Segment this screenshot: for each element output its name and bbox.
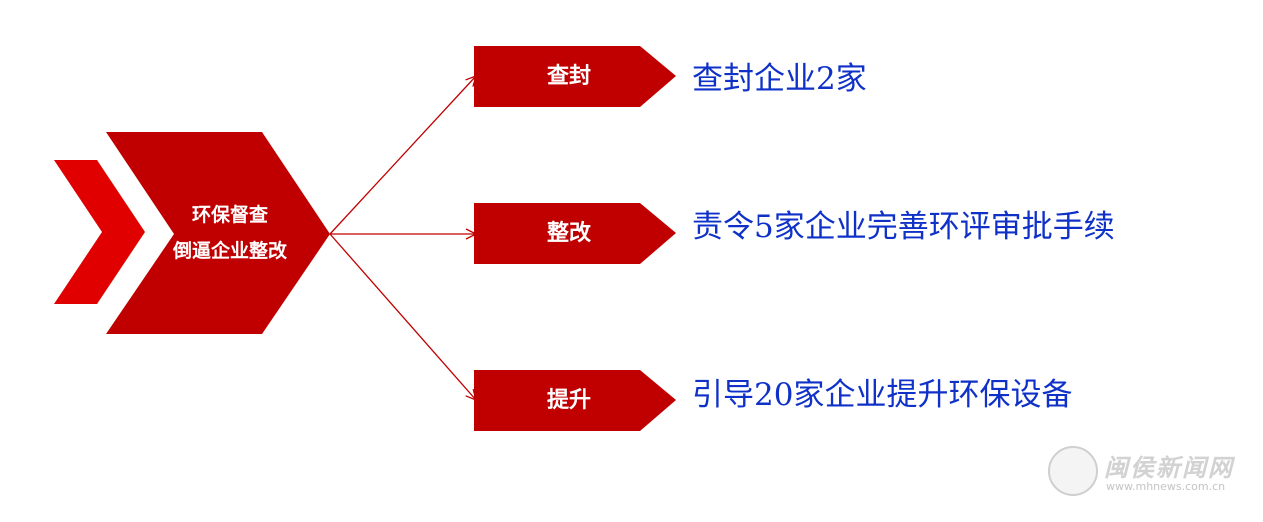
tag-label-tisheng: 提升 [546,388,591,413]
tag-shape-chafeng [474,46,676,107]
center-label-line2: 倒逼企业整改 [172,240,287,262]
main-chevron-shape [106,132,330,334]
desc-tisheng: 引导20家企业提升环保设备 [692,377,1073,413]
watermark: 闽侯新闻网 www.mhnews.com.cn [1048,444,1248,500]
center-label-line1: 环保督查 [191,204,268,226]
arrow-to-tisheng [329,233,476,400]
tag-label-chafeng: 查封 [546,64,591,89]
watermark-logo-icon [1048,446,1098,496]
tag-shape-zhenggai [474,203,676,264]
small-chevron-shape [54,160,145,304]
watermark-url: www.mhnews.com.cn [1106,480,1226,493]
desc-zhenggai: 责令5家企业完善环评审批手续 [692,209,1115,245]
watermark-name: 闽侯新闻网 [1104,453,1234,482]
desc-chafeng: 查封企业2家 [692,61,867,97]
tag-shape-tisheng [474,370,676,431]
arrow-to-chafeng [329,76,476,235]
tag-label-zhenggai: 整改 [546,221,591,246]
